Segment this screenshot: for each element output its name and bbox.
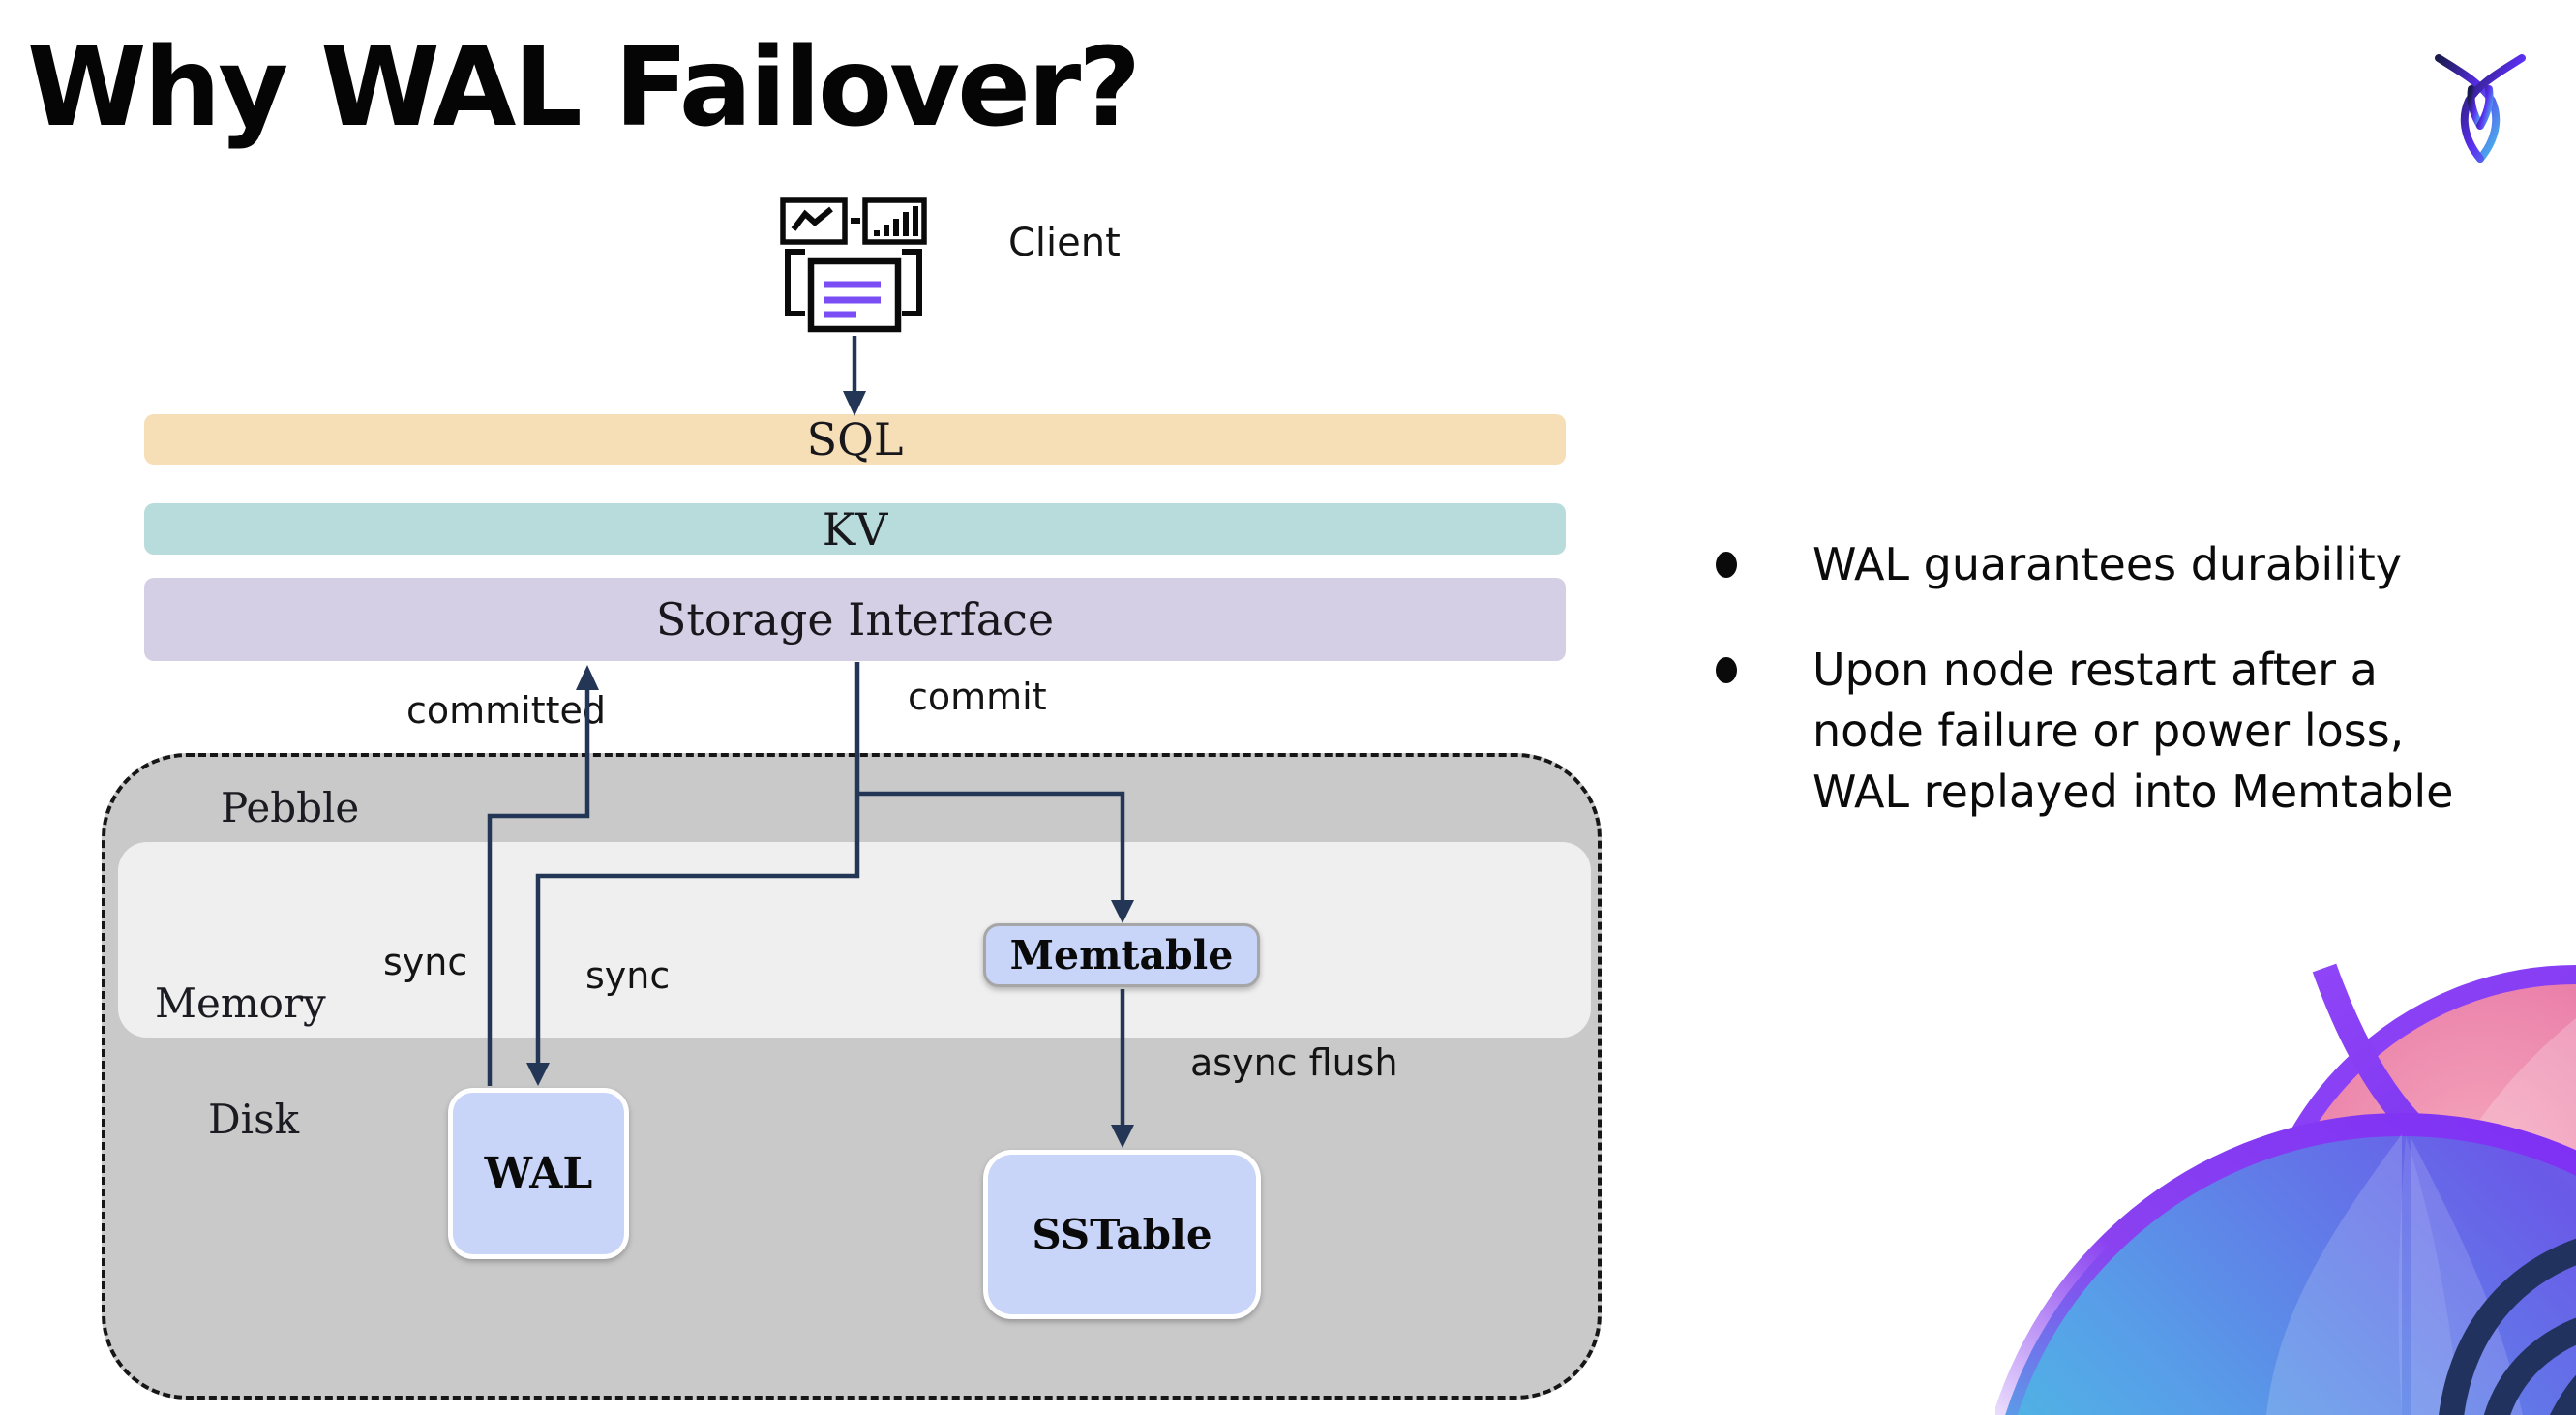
bullet-text: WAL guarantees durability — [1812, 538, 2402, 590]
bullet-dot — [1716, 657, 1737, 683]
edge-label-sync-left: sync — [383, 941, 468, 983]
edge-label-async-flush: async flush — [1190, 1041, 1398, 1084]
disk-label: Disk — [208, 1096, 300, 1143]
page-title: Why WAL Failover? — [27, 25, 1141, 151]
client-terminal-icon — [780, 197, 927, 333]
memory-band — [118, 842, 1591, 1038]
bullet-text: Upon node restart after a node failure o… — [1812, 644, 2454, 818]
edge-label-sync-right: sync — [585, 954, 671, 997]
bullet-dot — [1716, 552, 1737, 578]
layer-sql-label: SQL — [806, 413, 904, 466]
layer-storage-interface-label: Storage Interface — [655, 593, 1055, 646]
edge-label-committed: committed — [406, 689, 607, 732]
edge-label-commit: commit — [908, 676, 1047, 718]
layer-storage-interface: Storage Interface — [144, 578, 1566, 661]
memtable-box-label: Memtable — [1009, 932, 1234, 978]
cockroachdb-logo-icon — [2435, 54, 2526, 163]
layer-kv: KV — [144, 502, 1566, 556]
memory-label: Memory — [155, 979, 326, 1027]
layer-kv-label: KV — [822, 502, 888, 556]
sstable-box-label: SSTable — [1032, 1211, 1213, 1258]
wal-box: WAL — [448, 1088, 629, 1259]
brand-gradient-art — [1995, 963, 2576, 1415]
bullet-item: WAL guarantees durability — [1716, 534, 2567, 595]
client-label: Client — [1008, 221, 1121, 265]
layer-sql: SQL — [144, 413, 1566, 466]
wal-box-label: WAL — [484, 1149, 593, 1198]
bullet-list: WAL guarantees durability Upon node rest… — [1716, 534, 2567, 867]
memtable-box: Memtable — [983, 923, 1260, 987]
arrowhead-committed — [576, 665, 599, 690]
sstable-box: SSTable — [983, 1150, 1261, 1319]
pebble-label: Pebble — [221, 784, 360, 831]
bullet-item: Upon node restart after a node failure o… — [1716, 640, 2567, 823]
